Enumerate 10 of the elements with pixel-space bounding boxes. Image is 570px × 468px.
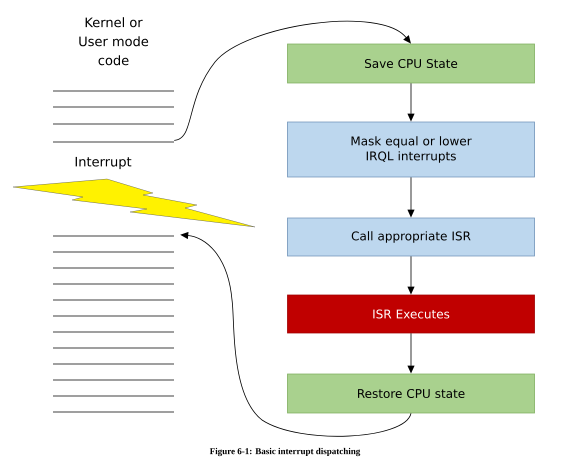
process-box: ISR Executes bbox=[287, 294, 535, 334]
code-lines bbox=[52, 236, 174, 412]
interrupt-label: Interrupt bbox=[76, 156, 132, 170]
process-box: Save CPU State bbox=[287, 44, 535, 84]
figure-caption: Figure 6-1: Basic interrupt dispatching bbox=[210, 448, 360, 456]
process-box: Mask equal or lower IRQL interrupts bbox=[287, 122, 535, 178]
arrow bbox=[174, 20, 411, 141]
process-box: Call appropriate ISR bbox=[287, 218, 535, 256]
code-block: Kernel or User mode code bbox=[52, 17, 174, 142]
process-box: Restore CPU state bbox=[287, 374, 535, 414]
